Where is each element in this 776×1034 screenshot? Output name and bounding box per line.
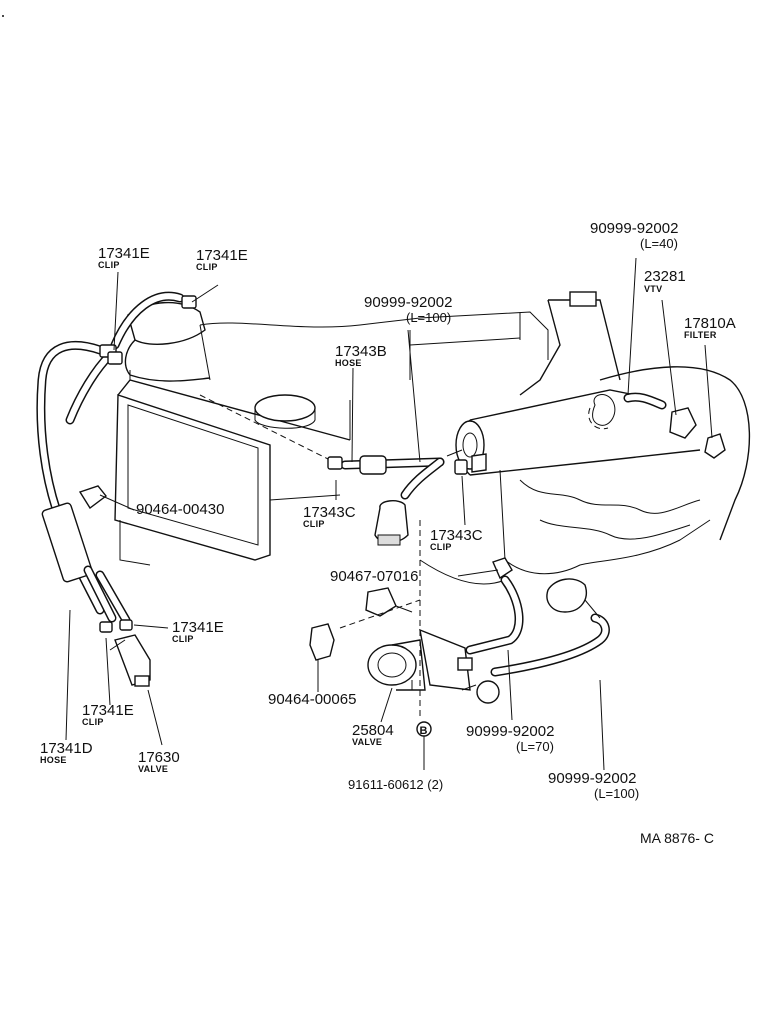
marker-letter: B [420,725,428,737]
center-hose-assembly [327,449,487,546]
callout-name: VALVE [352,737,382,747]
callout-number: 90999-92002 [590,220,678,237]
callout-number: 17341E [98,245,150,262]
reference-marker: B [416,721,432,737]
callout-name: CLIP [196,262,218,272]
callout-name: CLIP [82,717,104,727]
callout-number: 17343B [335,343,387,360]
callout-number: 17810A [684,315,736,332]
callout-number: 90999-92002 [364,294,452,311]
callout-number: 91611-60612 (2) [348,777,443,792]
drawing-code: MA 8876- C [640,830,714,846]
callout-number: 90999-92002 [548,770,636,787]
callout-name: CLIP [98,260,120,270]
callout-number: 17343C [303,504,356,521]
callout-number: 90464-00430 [136,501,224,518]
callout-name: VALVE [138,764,168,774]
callout-name: FILTER [684,330,717,340]
callout-number: 90464-00065 [268,691,356,708]
callout-number: 17341E [172,619,224,636]
callout-name: VTV [644,284,662,294]
left-hose-assembly [36,291,197,687]
callout-name: HOSE [40,755,67,765]
callout-name: (L=100) [594,786,639,801]
callout-name: (L=70) [516,739,554,754]
callout-number: 17341E [196,247,248,264]
callout-number: 90999-92002 [466,723,554,740]
callout-name: HOSE [335,358,362,368]
callout-name: (L=40) [640,236,678,251]
callout-number: 17630 [138,749,180,766]
vsv-valve-assembly [309,520,610,720]
callout-number: 17343C [430,527,483,544]
callout-number: 25804 [352,722,394,739]
air-cleaner-body [114,370,351,566]
callout-number: 23281 [644,268,686,285]
callout-name: CLIP [430,542,452,552]
callout-number: 17341D [40,740,93,757]
callout-labels: 17341E CLIP 17341E CLIP 90999-92002 (L=4… [40,220,736,801]
callout-number: 90467-07016 [330,568,418,585]
scan-speck [2,15,4,17]
vtv-and-filter [623,392,726,459]
callout-number: 17341E [82,702,134,719]
leader-lines [65,257,713,771]
callout-name: CLIP [303,519,325,529]
callout-name: CLIP [172,634,194,644]
callout-name: (L=100) [406,310,451,325]
